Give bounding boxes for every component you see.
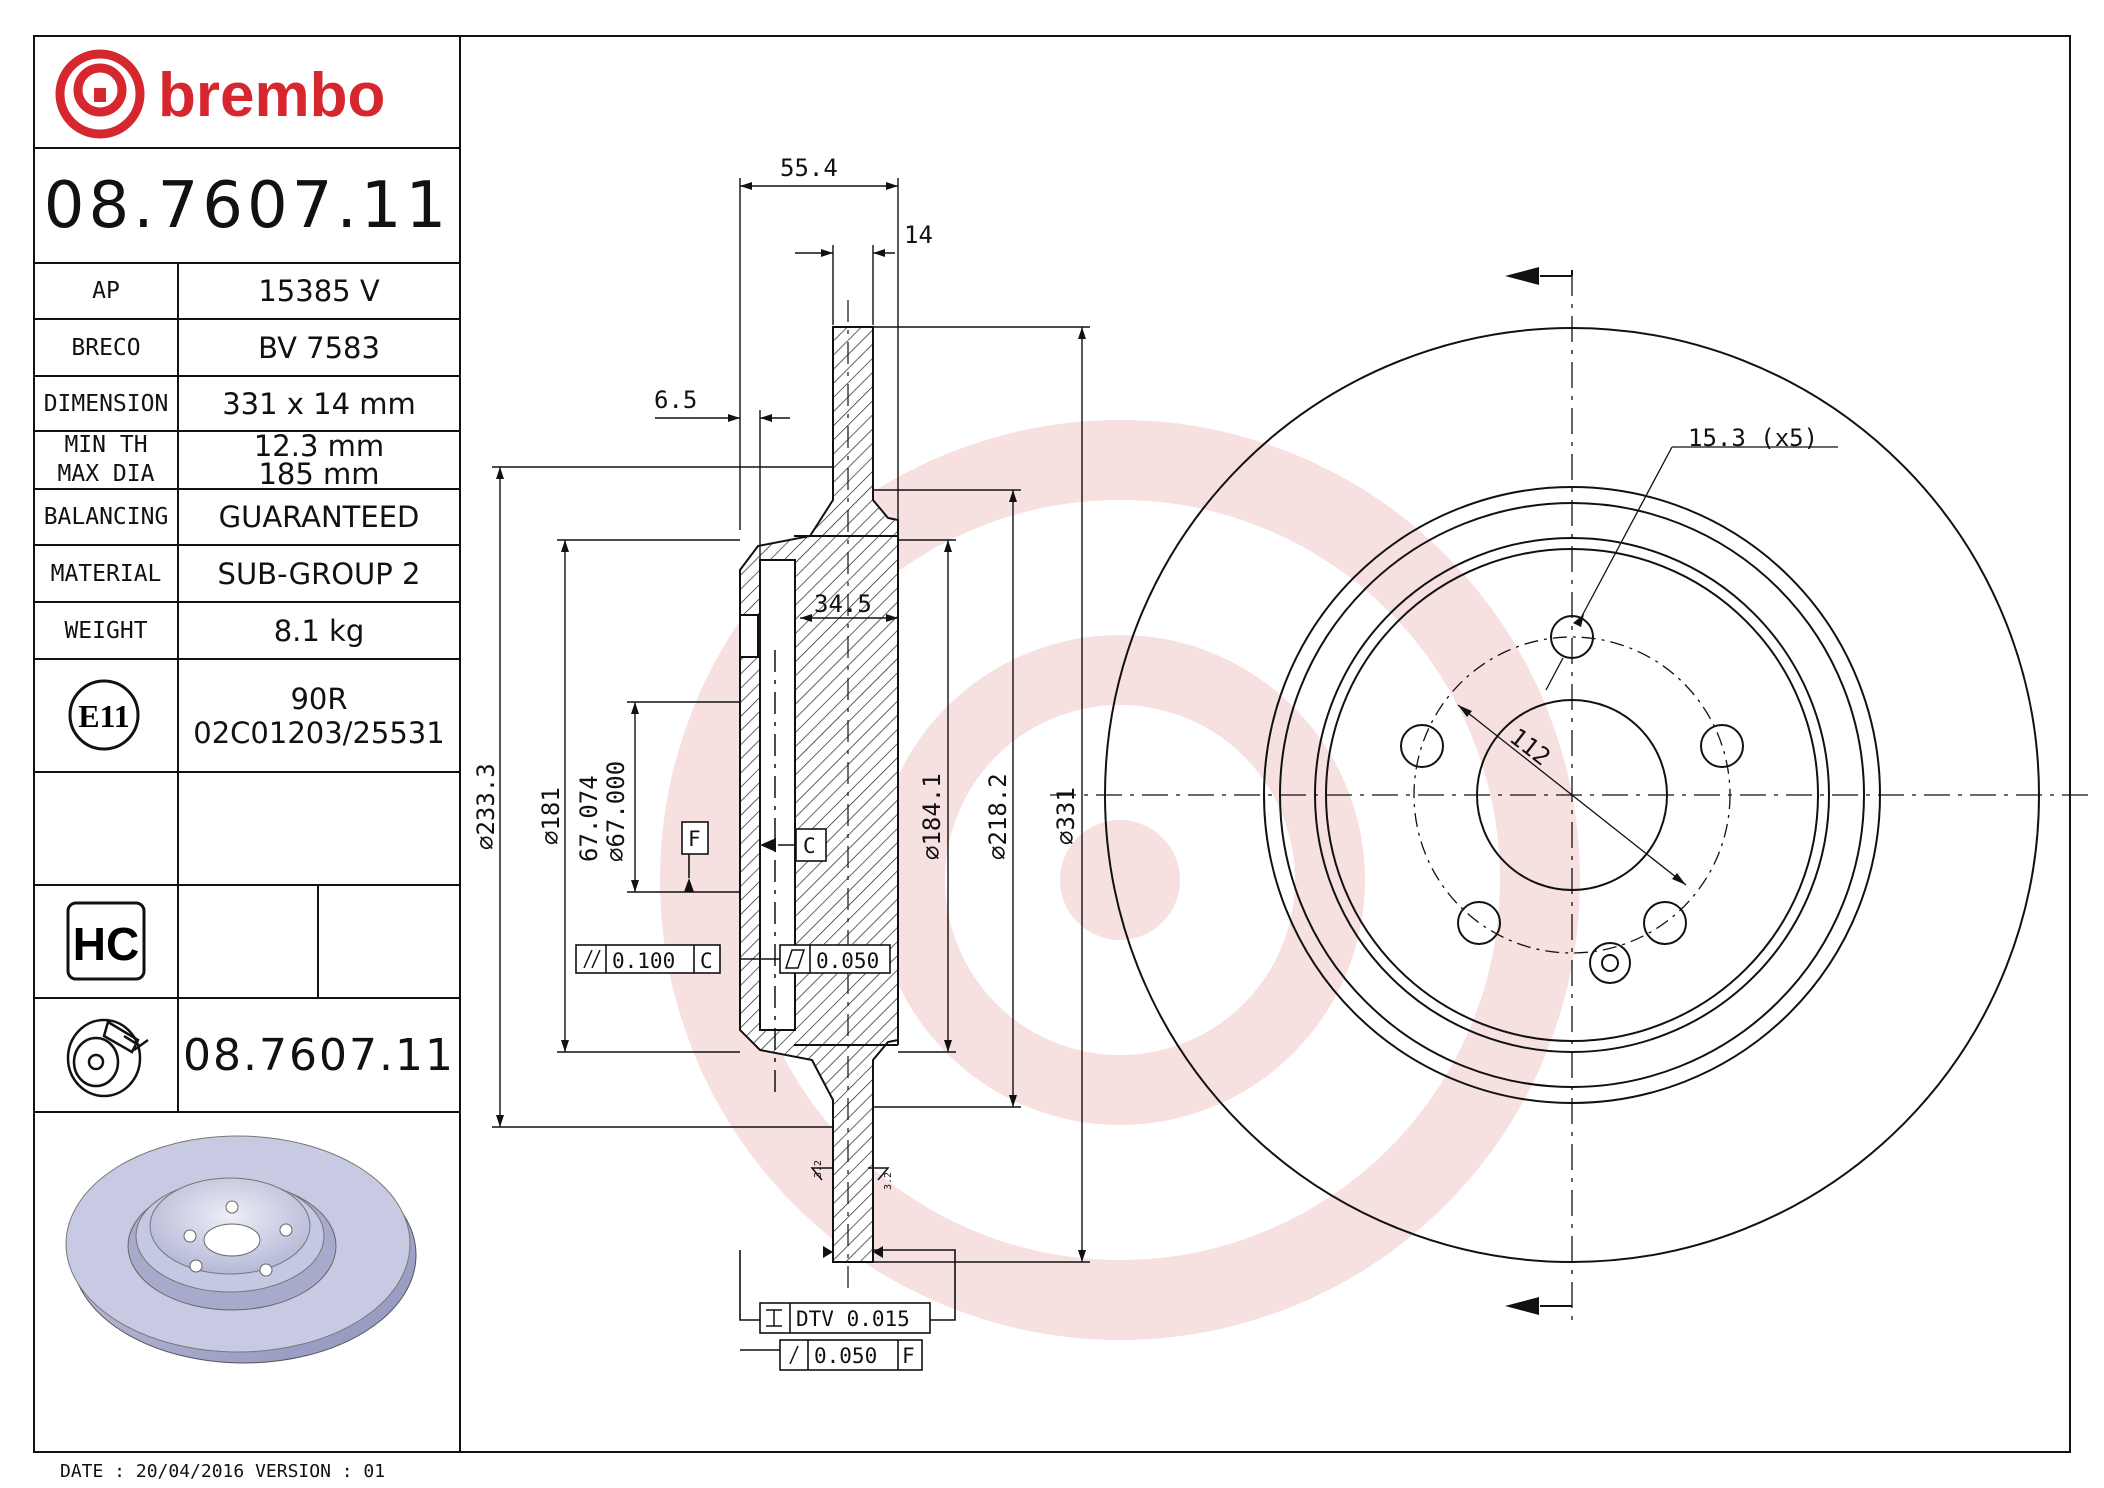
dimension-arrows: [496, 182, 1086, 1262]
dim-bore-min-value: 67.000: [602, 761, 630, 848]
weight-value: 8.1 kg: [273, 613, 365, 648]
dim-181-value: 181: [537, 787, 565, 830]
part-number: 08.7607.11: [43, 169, 451, 243]
e-mark-text: E11: [78, 698, 130, 734]
date-version: DATE : 20/04/2016 VERSION : 01: [60, 1460, 386, 1482]
dimension-label: DIMENSION: [43, 390, 169, 417]
min-th-value: 12.3 mm: [253, 429, 385, 463]
footer-part-number: 08.7607.11: [183, 1029, 455, 1081]
approval-number: 02C01203/25531: [193, 715, 445, 750]
ap-value: 15385 V: [258, 274, 380, 308]
dim-331: ⌀331: [1052, 787, 1080, 845]
max-dia-label: MAX DIA: [57, 461, 155, 487]
tol-runout-datum: F: [902, 1344, 915, 1368]
dim-bolt-hole: 15.3 (x5): [1688, 424, 1818, 452]
dim-2182: ⌀218.2: [984, 773, 1012, 860]
cross-section: [739, 300, 899, 1290]
min-th-label: MIN TH: [64, 432, 148, 458]
dim-bore-max-value: 67.074: [575, 775, 603, 862]
tol-flatness: 0.050: [816, 949, 879, 973]
roughness-left: 3.2: [813, 1160, 824, 1178]
datum-f-box: F: [688, 827, 701, 851]
roughness-right: 3.2: [883, 1172, 894, 1190]
tol-runout: 0.050: [814, 1344, 877, 1368]
tolerance-frames: [575, 821, 956, 1371]
dim-181: ⌀181: [537, 787, 565, 845]
dim-bore-max: 67.074: [575, 775, 603, 862]
approval-regulation: 90R: [290, 681, 348, 716]
material-value: SUB-GROUP 2: [217, 556, 421, 591]
dim-331-value: 331: [1052, 787, 1080, 830]
material-label: MATERIAL: [50, 560, 162, 587]
dim-233: ⌀233.3: [472, 763, 500, 850]
thickness-labels: MIN TH MAX DIA: [34, 431, 178, 489]
dimension-texts: 55.4 14 6.5 34.5 15.3 (x5) 112 ⌀233.3 ⌀1…: [472, 154, 1818, 1368]
breco-label: BRECO: [71, 334, 141, 361]
e-mark-circle-icon: E11: [68, 679, 140, 751]
thickness-values: 12.3 mm 185 mm: [178, 431, 460, 489]
datum-c-triangle: [760, 838, 776, 852]
brake-disc-render-icon: [65, 1135, 417, 1364]
dim-bore-min: ⌀67.000: [602, 761, 630, 862]
dimension-lines: [492, 178, 1090, 1263]
brand-name: brembo: [158, 61, 385, 130]
breco-value: BV 7583: [258, 330, 380, 365]
balancing-label: BALANCING: [43, 504, 169, 530]
dim-1841: ⌀184.1: [918, 773, 946, 860]
front-view: [1050, 270, 2094, 1320]
dim-1841-value: 184.1: [918, 773, 946, 845]
tol-parallelism-datum: C: [700, 949, 713, 973]
tol-dtv: DTV 0.015: [796, 1307, 910, 1331]
datum-f-triangle: [684, 878, 694, 892]
tolerance-symbols: [583, 949, 890, 1365]
brake-disc-thumbnail-icon: [66, 1018, 149, 1098]
weight-label: WEIGHT: [64, 617, 148, 644]
dim-2182-value: 218.2: [984, 773, 1012, 845]
dim-233-value: 233.3: [472, 763, 500, 835]
dim-thickness: 14: [904, 221, 933, 249]
tol-parallelism: 0.100: [612, 949, 675, 973]
dim-offset: 6.5: [654, 386, 697, 414]
hc-text: HC: [73, 918, 139, 970]
brembo-logo-icon: [55, 49, 145, 139]
approval-block: 90R 02C01203/25531: [178, 659, 460, 772]
dim-hat-depth: 34.5: [814, 590, 872, 618]
max-dia-value: 185 mm: [258, 457, 380, 491]
datum-c-box: C: [803, 834, 816, 858]
dimension-value: 331 x 14 mm: [222, 386, 416, 421]
balancing-value: GUARANTEED: [218, 500, 420, 534]
frame: [33, 35, 2071, 1453]
front-view-arrows: [1458, 267, 1686, 1315]
ap-label: AP: [92, 278, 120, 304]
hc-stamp-icon: HC: [66, 901, 146, 981]
dim-width-total: 55.4: [780, 154, 838, 182]
